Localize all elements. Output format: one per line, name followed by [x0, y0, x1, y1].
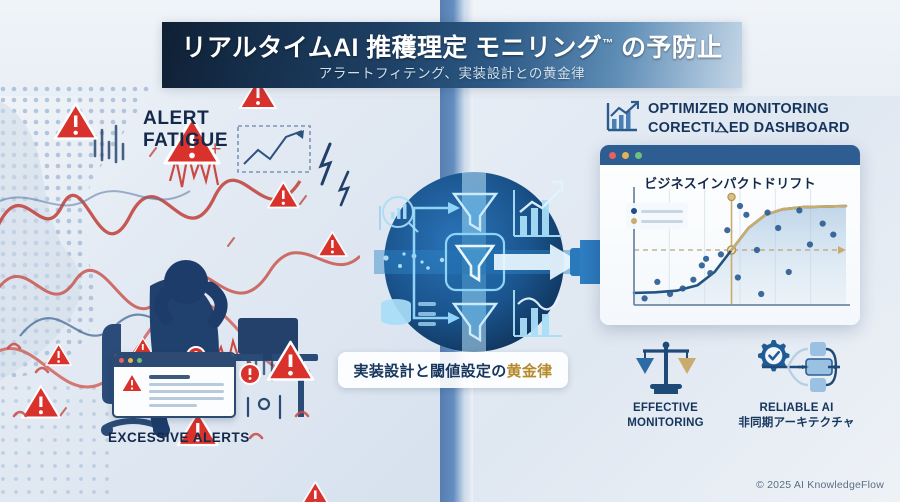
notification-dot-red: [119, 358, 124, 363]
right-concept-icons: EFFECTIVE MONITORING: [600, 338, 862, 448]
concept-caption-line1: EFFECTIVE: [632, 402, 699, 414]
chart-area-fill: [634, 206, 846, 305]
notification-line: [149, 375, 190, 379]
alert-fatigue-illustration: + +: [0, 86, 360, 502]
dashboard-window: ビジネスインパクトドリフト: [600, 145, 860, 325]
chart-scatter-points: [641, 202, 837, 302]
legend-swatch-secondary: [631, 218, 637, 224]
legend-row: [631, 208, 683, 214]
notification-dot-green: [137, 358, 142, 363]
workflow-gear-icon: [757, 340, 840, 392]
window-titlebar: [600, 145, 860, 165]
optimized-monitoring-heading: OPTIMIZED MONITORING CORECTIⲆED DASHBOAR…: [605, 100, 850, 139]
concept-caption-line2: MONITORING: [627, 416, 704, 429]
bar-chart-trend-icon: [606, 100, 639, 132]
banner-title-main: リアルタイムAI 推穫理定 モニリング: [181, 34, 603, 62]
concept-caption: RELIABLE AI 非同期アーキテクチャ: [738, 401, 854, 431]
legend-swatch-primary: [631, 208, 637, 214]
legend-label-placeholder: [641, 219, 683, 223]
chaos-graphics: + +: [0, 86, 360, 502]
alert-notification-card: [112, 352, 236, 418]
notification-titlebar: [114, 354, 234, 367]
banner-title: リアルタイムAI 推穫理定 モニリング™ の予防止: [162, 28, 742, 64]
golden-rule-badge: 実装設計と閾値設定の黄金律: [338, 352, 568, 388]
notification-line: [149, 397, 224, 400]
window-dot-red[interactable]: [609, 151, 616, 159]
trademark-symbol: ™: [602, 37, 614, 50]
notification-line: [149, 390, 224, 393]
badge-text-wrapper: 実装設計と閾値設定の黄金律: [354, 360, 553, 381]
chart-title: ビジネスインパクトドリフト: [644, 176, 816, 191]
chart-legend: [626, 203, 688, 229]
badge-highlight-text: 黄金律: [506, 362, 553, 380]
concept-caption-line1: RELIABLE AI: [759, 402, 834, 414]
alert-fatigue-line1: ALERT: [143, 108, 210, 129]
heading-line-2: CORECTIⲆED DASHBOARD: [648, 120, 850, 137]
badge-main-text: 実装設計と閾値設定の: [353, 362, 507, 380]
chart-series-lines: [632, 204, 848, 295]
excessive-alerts-caption: EXCESSIVE ALERTS: [108, 430, 250, 445]
dashboard-chart-area: ビジネスインパクトドリフト: [600, 165, 860, 325]
notification-line: [149, 383, 224, 386]
copyright-footer: © 2025 AI KnowledgeFlow: [756, 479, 884, 491]
notification-dot-yellow: [128, 358, 133, 363]
heading-line-1: OPTIMIZED MONITORING: [648, 101, 829, 117]
monitoring-pipeline-illustration: [374, 165, 679, 352]
alert-fatigue-line2: FATIGUE: [143, 130, 229, 152]
concept-caption-line2: 非同期アーキテクチャ: [738, 416, 855, 429]
business-impact-drift-chart: [632, 187, 850, 306]
warning-triangle-icon: [121, 373, 143, 393]
alert-fatigue-headline: ALERT FATIGUE: [143, 108, 228, 153]
banner-title-tail: の予防止: [613, 34, 723, 62]
concept-reliable-ai: RELIABLE AI 非同期アーキテクチャ: [731, 338, 862, 448]
concept-caption: EFFECTIVE MONITORING: [627, 401, 704, 431]
notification-line: [149, 404, 198, 407]
optimized-monitoring-text: OPTIMIZED MONITORING CORECTIⲆED DASHBOAR…: [648, 100, 850, 139]
legend-row: [631, 218, 683, 224]
notification-text-lines: [149, 373, 227, 407]
notification-body: [114, 367, 234, 407]
banner-subtitle: アラートフィテング、実装設計との黄金律: [318, 66, 586, 81]
window-dot-green[interactable]: [635, 151, 642, 159]
scales-icon: [635, 341, 696, 394]
header-banner: リアルタイムAI 推穫理定 モニリング™ の予防止アラートフィテング、実装設計と…: [162, 22, 742, 88]
window-dot-yellow[interactable]: [622, 151, 629, 159]
warning-triangle-group: [20, 86, 348, 502]
legend-label-placeholder: [641, 209, 683, 213]
concept-effective-monitoring: EFFECTIVE MONITORING: [600, 338, 731, 448]
